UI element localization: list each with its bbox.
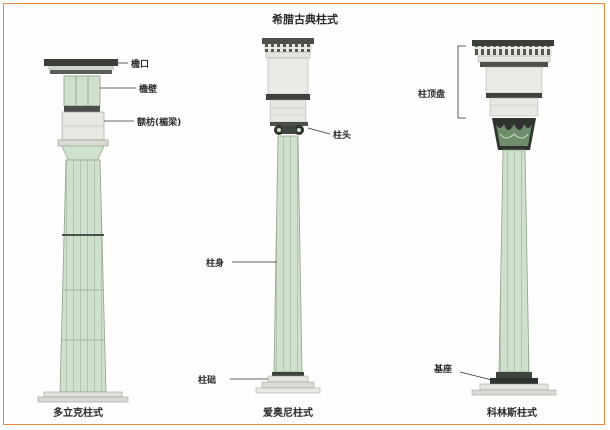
corinthian-name: 科林斯柱式 [487,406,537,419]
diagram-title: 希腊古典柱式 [271,12,338,26]
ionic-shaft [273,135,303,373]
label-base: 柱础 [198,374,216,386]
doric-name: 多立克柱式 [53,406,103,419]
ionic-base [272,372,304,376]
corinthian-column [471,40,557,396]
label-entablature: 柱顶盘 [418,88,445,100]
doric-shaft [59,159,107,393]
label-shaft: 柱身 [206,257,224,269]
ionic-column [255,38,321,394]
doric-capital [57,139,109,147]
ionic-name: 爱奥尼柱式 [263,406,313,419]
doric-frieze [63,75,101,107]
corinthian-shaft [498,149,530,373]
ionic-frieze [267,57,309,95]
doric-cornice [44,59,118,66]
ionic-capital [270,122,308,126]
entablature-bracket [457,45,466,119]
corinthian-architrave [489,97,539,117]
label-capital: 柱头 [333,129,351,141]
corinthian-labels: 柱顶盘 基座 [418,45,493,381]
corinthian-base [496,372,532,378]
corinthian-frieze [485,66,543,94]
label-stylobate: 基座 [433,363,452,375]
ionic-labels: 柱头 柱身 柱础 [198,127,351,386]
doric-labels: 檐口 檐壁 额枋(楣梁) [100,58,181,128]
label-frieze: 檐壁 [139,83,157,95]
doric-column [37,59,129,403]
label-architrave: 额枋(楣梁) [137,116,181,128]
label-cornice: 檐口 [131,58,149,70]
ionic-architrave [269,99,307,123]
